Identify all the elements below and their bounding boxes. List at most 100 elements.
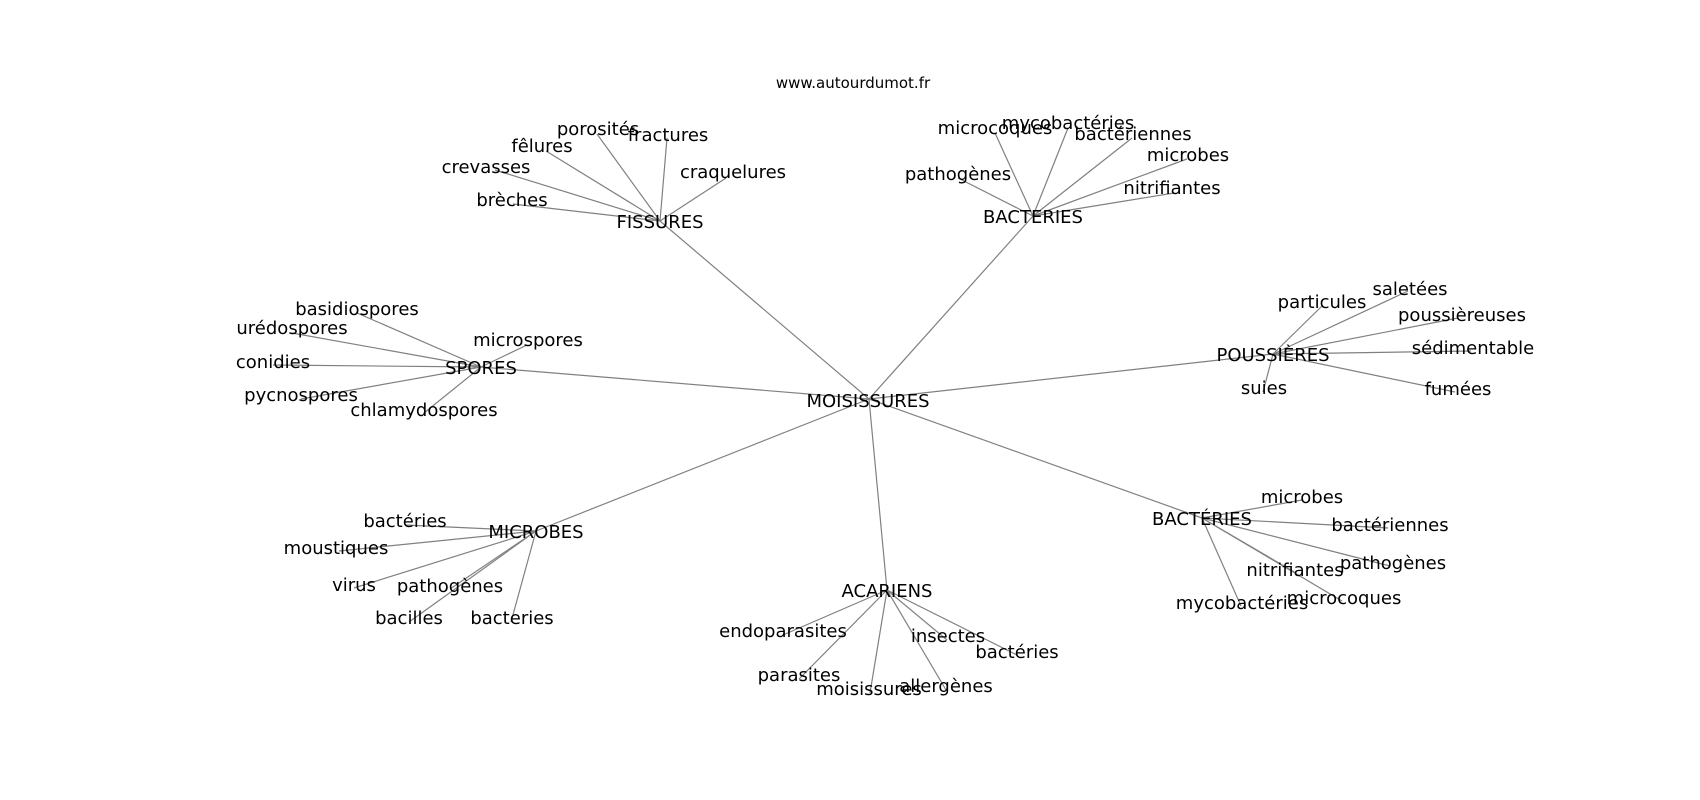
leaf-node-poussieres-saletees: saletées bbox=[1372, 279, 1447, 300]
leaf-node-bacteries-right-mycobacteries: mycobactéries bbox=[1176, 593, 1308, 614]
edge-bacteries-top-to-pathogenes bbox=[957, 177, 1034, 217]
leaf-node-fissures-craquelures: craquelures bbox=[680, 162, 786, 183]
edge-bacteries-right-to-pathogenes bbox=[1201, 517, 1391, 567]
leaf-node-bacteries-right-microcoques: microcoques bbox=[1287, 588, 1402, 609]
leaf-node-microbes-bacteries: bacteries bbox=[470, 608, 553, 629]
leaf-node-microbes-bacilles: bacilles bbox=[375, 608, 443, 629]
leaf-node-spores-pycnospores: pycnospores bbox=[244, 385, 358, 406]
leaf-node-poussieres-particules: particules bbox=[1278, 292, 1367, 313]
edge-center-to-acariens bbox=[868, 398, 888, 591]
edge-microbes-to-bacteries bbox=[404, 524, 537, 532]
leaf-node-microbes-bacteries: bactéries bbox=[363, 511, 446, 532]
edge-fissures-to-felures bbox=[545, 150, 661, 222]
leaf-node-acariens-moisissures: moisissures bbox=[816, 679, 922, 700]
edge-spores-to-pycnospores bbox=[300, 366, 482, 400]
edge-spores-to-basidiospores bbox=[356, 312, 482, 368]
edge-microbes-to-virus bbox=[353, 530, 537, 589]
edge-center-to-bacteries-top bbox=[868, 215, 1034, 400]
leaf-node-spores-chlamydospores: chlamydospores bbox=[350, 400, 497, 421]
edge-acariens-to-bacteries bbox=[886, 589, 1018, 656]
edge-bacteries-right-to-mycobacteries bbox=[1201, 517, 1242, 607]
leaf-node-bacteries-right-nitrifiantes: nitrifiantes bbox=[1246, 560, 1343, 581]
leaf-node-spores-microspores: microspores bbox=[473, 330, 583, 351]
leaf-node-microbes-virus: virus bbox=[332, 575, 376, 596]
leaf-node-bacteries-top-microcoques: microcoques bbox=[938, 118, 1053, 139]
leaf-node-bacteries-top-bacteriennes: bactériennes bbox=[1074, 124, 1191, 145]
branch-node-acariens: ACARIENS bbox=[842, 581, 933, 602]
edge-poussieres-to-poussiereuses bbox=[1272, 317, 1459, 355]
edge-bacteries-top-to-microbes bbox=[1032, 158, 1188, 217]
edge-acariens-to-endoparasites bbox=[782, 589, 888, 636]
leaf-node-acariens-endoparasites: endoparasites bbox=[719, 621, 847, 642]
edge-fissures-to-craquelures bbox=[659, 177, 727, 222]
branch-node-microbes: MICROBES bbox=[488, 522, 583, 543]
edge-center-to-fissures bbox=[659, 220, 870, 400]
edge-fissures-to-porosites bbox=[596, 133, 661, 222]
edge-acariens-to-allergenes bbox=[886, 589, 947, 691]
leaf-node-poussieres-sedimentable: sédimentable bbox=[1412, 338, 1534, 359]
edge-spores-to-conidies bbox=[272, 364, 482, 368]
edge-bacteries-top-to-nitrifiantes bbox=[1032, 192, 1175, 217]
edge-poussieres-to-suies bbox=[1262, 353, 1274, 393]
leaf-node-microbes-moustiques: moustiques bbox=[284, 538, 389, 559]
leaf-node-acariens-bacteries: bactéries bbox=[975, 642, 1058, 663]
site-url: www.autourdumot.fr bbox=[776, 74, 931, 92]
edge-microbes-to-bacteries bbox=[510, 530, 537, 623]
edge-poussieres-to-fumees bbox=[1272, 353, 1456, 393]
edge-fissures-to-crevasses bbox=[494, 169, 661, 222]
center-node: MOISISSURES bbox=[806, 391, 929, 412]
edge-acariens-to-insectes bbox=[886, 589, 948, 641]
leaf-node-bacteries-top-mycobacteries: mycobactéries bbox=[1002, 113, 1134, 134]
leaf-node-poussieres-suies: suies bbox=[1241, 378, 1287, 399]
leaf-node-spores-basidiospores: basidiospores bbox=[295, 299, 419, 320]
leaf-node-bacteries-top-pathogenes: pathogènes bbox=[905, 164, 1011, 185]
edge-acariens-to-parasites bbox=[798, 589, 888, 680]
branch-node-bacteries-right: BACTÉRIES bbox=[1152, 508, 1252, 530]
leaf-node-fissures-fractures: fractures bbox=[628, 125, 709, 146]
leaf-node-fissures-porosites: porosités bbox=[557, 119, 639, 140]
leaf-node-acariens-insectes: insectes bbox=[911, 626, 985, 647]
edge-center-to-bacteries-right bbox=[868, 398, 1203, 519]
edge-bacteries-top-to-microcoques bbox=[994, 132, 1034, 217]
branch-node-fissures: FISSURES bbox=[617, 212, 704, 233]
edge-fissures-to-fractures bbox=[659, 137, 668, 222]
edge-spores-to-uredospores bbox=[291, 332, 482, 368]
leaf-node-bacteries-right-pathogenes: pathogènes bbox=[1340, 553, 1446, 574]
leaf-node-bacteries-top-nitrifiantes: nitrifiantes bbox=[1123, 178, 1220, 199]
branch-node-poussieres: POUSSIÈRES bbox=[1216, 344, 1329, 366]
leaf-node-spores-uredospores: urédospores bbox=[236, 318, 347, 339]
edge-poussieres-to-sedimentable bbox=[1272, 350, 1472, 355]
edge-spores-to-microspores bbox=[480, 344, 528, 368]
edge-fissures-to-breches bbox=[512, 203, 661, 222]
branch-node-spores: SPORES bbox=[445, 358, 517, 379]
leaf-node-spores-conidies: conidies bbox=[236, 352, 310, 373]
leaf-node-bacteries-right-microbes: microbes bbox=[1261, 487, 1343, 508]
edge-center-to-microbes bbox=[535, 398, 870, 532]
edge-acariens-to-moisissures bbox=[869, 589, 888, 694]
edge-spores-to-chlamydospores bbox=[423, 366, 482, 414]
leaf-node-bacteries-top-microbes: microbes bbox=[1147, 145, 1229, 166]
leaf-node-fissures-breches: brèches bbox=[476, 190, 547, 211]
edge-bacteries-top-to-bacteriennes bbox=[1032, 137, 1133, 217]
leaf-node-fissures-crevasses: crevasses bbox=[442, 157, 531, 178]
branch-node-bacteries-top: BACTERIES bbox=[983, 207, 1083, 228]
edge-poussieres-to-saletees bbox=[1272, 290, 1409, 355]
edge-bacteries-right-to-bacteriennes bbox=[1201, 517, 1389, 529]
edge-center-to-poussieres bbox=[868, 353, 1274, 400]
edge-center-to-spores bbox=[480, 366, 870, 400]
leaf-node-poussieres-poussiereuses: poussièreuses bbox=[1398, 305, 1526, 326]
edge-poussieres-to-particules bbox=[1272, 305, 1323, 355]
leaf-node-bacteries-right-bacteriennes: bactériennes bbox=[1331, 515, 1448, 536]
leaf-node-fissures-felures: fêlures bbox=[511, 136, 572, 157]
edge-bacteries-right-to-microbes bbox=[1201, 499, 1303, 519]
edge-bacteries-right-to-microcoques bbox=[1201, 517, 1343, 602]
edge-microbes-to-moustiques bbox=[338, 530, 537, 552]
leaf-node-microbes-pathogenes: pathogènes bbox=[397, 576, 503, 597]
leaf-node-acariens-allergenes: allergènes bbox=[899, 676, 993, 697]
edge-microbes-to-bacilles bbox=[408, 530, 537, 623]
edge-layer bbox=[272, 127, 1472, 694]
leaf-node-poussieres-fumees: fumées bbox=[1425, 379, 1492, 400]
